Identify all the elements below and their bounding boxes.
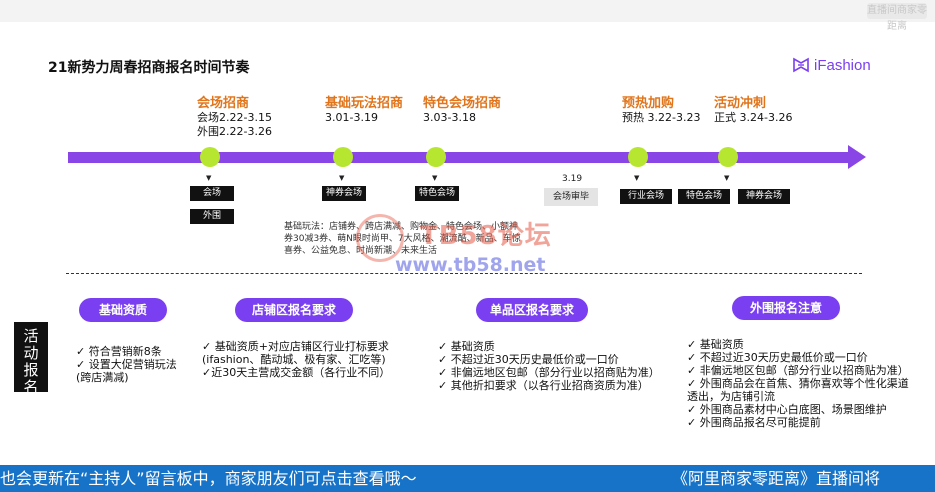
phase-date: 会场2.22-3.15 <box>197 111 272 124</box>
phase-basic-play: 基础玩法招商 3.01-3.19 <box>325 92 403 125</box>
watermark-url: www.tb58.net <box>395 254 546 276</box>
phase-venue-recruit: 会场招商 会场2.22-3.15 外围2.22-3.26 <box>197 92 272 139</box>
tag-special-venue: 特色会场 <box>415 186 459 201</box>
tag-industry-venue: 行业会场 <box>620 189 672 204</box>
channel-badge: 直播间商家零距离 <box>867 3 927 32</box>
watermark-forum: TB58论坛 <box>420 221 552 251</box>
down-triangle-icon: ▼ <box>206 174 212 182</box>
tag-coupon-venue: 神券会场 <box>322 186 366 201</box>
list-item: ✓ 符合营销新8条 <box>76 345 162 358</box>
pill-outer-notes: 外围报名注意 <box>732 296 840 320</box>
news-ticker: 也会更新在“主持人”留言板中，商家朋友们可点击查看哦～ 《阿里商家零距离》直播间… <box>0 465 935 492</box>
down-triangle-icon: ▼ <box>724 174 730 182</box>
timeline-dot <box>718 147 738 167</box>
list-item: ✓ 设置大促营销玩法 <box>76 358 177 371</box>
list-item: ✓ 基础资质 <box>687 338 744 351</box>
tag-special-venue-2: 特色会场 <box>678 189 730 204</box>
phase-date: 3.03-3.18 <box>423 111 476 124</box>
down-triangle-icon: ▼ <box>634 174 640 182</box>
list-outer-notes: ✓ 基础资质 ✓ 不超过近30天历史最低价或一口价 ✓ 非偏远地区包邮（部分行业… <box>687 338 909 429</box>
phase-date: 3.01-3.19 <box>325 111 378 124</box>
timeline-dot <box>426 147 446 167</box>
list-item: 透出，为店铺引流 <box>687 390 775 403</box>
phase-title: 基础玩法招商 <box>325 96 404 111</box>
list-item: ✓ 外围商品会在首焦、猜你喜欢等个性化渠道 <box>687 377 909 390</box>
phase-date: 外围2.22-3.26 <box>197 125 272 138</box>
list-item: ✓ 不超过近30天历史最低价或一口价 <box>687 351 868 364</box>
timeline-arrow <box>68 152 850 163</box>
list-item: (ifashion、酷动城、极有家、汇吃等) <box>202 353 386 366</box>
timeline-arrow-head <box>848 145 866 169</box>
divider <box>66 273 862 274</box>
phase-title: 特色会场招商 <box>423 96 502 111</box>
activity-signup-text: 活动报名 <box>23 327 39 396</box>
phase-sprint: 活动冲刺 正式 3.24-3.26 <box>714 92 792 125</box>
activity-signup-label: 活动报名 <box>14 322 48 396</box>
ticker-text-right: 《阿里商家零距离》直播间将 <box>672 469 881 488</box>
list-item: ✓ 基础资质+对应店铺区行业打标要求 <box>202 340 389 353</box>
pill-single-item-area: 单品区报名要求 <box>476 298 588 322</box>
phase-date: 正式 3.24-3.26 <box>714 111 793 124</box>
list-basic-qualification: ✓ 符合营销新8条 ✓ 设置大促营销玩法 (跨店满减) <box>76 345 177 384</box>
tag-outer: 外围 <box>190 209 234 224</box>
list-item: ✓ 外围商品素材中心白底图、场景图维护 <box>687 403 887 416</box>
list-item: ✓ 非偏远地区包邮（部分行业以招商贴为准） <box>438 366 660 379</box>
timeline-dot <box>628 147 648 167</box>
phase-title: 会场招商 <box>197 96 250 111</box>
review-date: 3.19 <box>562 174 583 184</box>
down-triangle-icon: ▼ <box>339 174 345 182</box>
list-item: ✓ 非偏远地区包邮（部分行业以招商贴为准） <box>687 364 909 377</box>
phase-title: 预热加购 <box>622 96 675 111</box>
ticker-text-left: 也会更新在“主持人”留言板中，商家朋友们可点击查看哦～ <box>0 469 417 488</box>
pill-basic-qualification: 基础资质 <box>79 298 167 322</box>
phase-date: 预热 3.22-3.23 <box>622 111 701 124</box>
list-item: (跨店满减) <box>76 371 129 384</box>
list-store-area: ✓ 基础资质+对应店铺区行业打标要求 (ifashion、酷动城、极有家、汇吃等… <box>202 340 390 379</box>
list-item: ✓近30天主营成交金额（各行业不同） <box>202 366 391 379</box>
phase-preheat: 预热加购 预热 3.22-3.23 <box>622 92 700 125</box>
list-item: ✓ 不超过近30天历史最低价或一口价 <box>438 353 619 366</box>
pill-store-area: 店铺区报名要求 <box>235 298 353 322</box>
down-triangle-icon: ▼ <box>432 174 438 182</box>
page-title: 21新势力周春招商报名时间节奏 <box>48 60 250 76</box>
tag-venue: 会场 <box>190 186 234 201</box>
list-single-item-area: ✓ 基础资质 ✓ 不超过近30天历史最低价或一口价 ✓ 非偏远地区包邮（部分行业… <box>438 340 660 392</box>
tag-coupon-venue-2: 神券会场 <box>738 189 790 204</box>
list-item: ✓ 其他折扣要求（以各行业招商资质为准） <box>438 379 649 392</box>
tag-venue-review: 会场审毕 <box>544 188 598 206</box>
ifashion-logo-icon <box>793 57 809 73</box>
ifashion-logo: iFashion <box>792 56 871 74</box>
logo-text: iFashion <box>814 56 871 74</box>
phase-special-venue: 特色会场招商 3.03-3.18 <box>423 92 501 125</box>
timeline-dot <box>333 147 353 167</box>
timeline-dot <box>200 147 220 167</box>
top-bar: 直播间商家零距离 <box>0 0 935 32</box>
list-item: ✓ 外围商品报名尽可能提前 <box>687 416 821 429</box>
list-item: ✓ 基础资质 <box>438 340 495 353</box>
phase-title: 活动冲刺 <box>714 96 767 111</box>
watermark-circle <box>356 214 404 262</box>
